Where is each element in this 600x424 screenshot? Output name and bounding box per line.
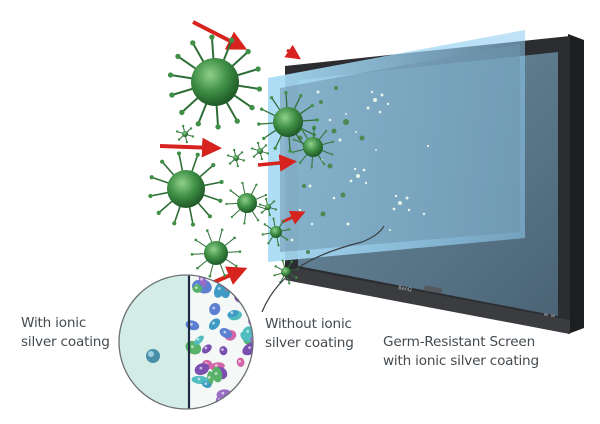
bacteria-icon	[219, 346, 228, 356]
virus-icon	[148, 151, 224, 227]
virus-icon	[257, 91, 319, 153]
bacteria-icon	[208, 318, 221, 330]
bacteria-icon	[227, 310, 239, 318]
coated-side	[119, 275, 188, 409]
monitor-side	[568, 34, 584, 334]
bacteria-icon	[202, 344, 212, 354]
monitor-button	[544, 313, 548, 316]
bacteria-icon	[194, 363, 210, 376]
germ-spots	[297, 86, 365, 254]
bacteria-icon	[209, 302, 221, 316]
pointer-line	[261, 225, 385, 313]
monitor-button	[551, 314, 555, 317]
caption-screen: Germ-Resistant Screen with ionic silver …	[383, 334, 539, 369]
virus-icon	[225, 181, 268, 225]
arrow-icon	[257, 154, 297, 172]
virus-icon	[250, 141, 270, 161]
viruses	[148, 34, 335, 285]
virus-icon	[261, 217, 291, 247]
arrow-icon	[159, 137, 222, 158]
comparison-circle	[118, 274, 254, 410]
virus-icon	[175, 124, 195, 144]
bacteria-icon	[192, 284, 203, 293]
virus-icon	[258, 197, 278, 217]
monitor-port	[423, 285, 443, 294]
virus-icon	[226, 148, 246, 168]
bacteria-icon	[236, 357, 245, 367]
brand-logo: BenQ	[398, 285, 413, 293]
virus-icon	[190, 228, 242, 278]
bacteria-icon	[194, 335, 204, 345]
bacteria-icon	[219, 327, 232, 339]
bacteria-icon	[242, 342, 253, 356]
monitor-bottom-bar	[285, 268, 570, 334]
silver-particles	[290, 90, 430, 242]
screen-under-coating	[280, 44, 520, 252]
arrow-icon	[284, 44, 301, 60]
bacteria-icon	[247, 388, 253, 405]
bacteria-icon	[211, 366, 223, 383]
bacteria-icon	[201, 381, 212, 388]
arrow-icon	[281, 210, 306, 225]
virus-icon	[167, 34, 263, 130]
caption-with-coating: With ionic silver coating	[21, 315, 110, 350]
virus-icon	[291, 125, 335, 169]
caption-without-coating: Without ionic silver coating	[265, 316, 354, 351]
